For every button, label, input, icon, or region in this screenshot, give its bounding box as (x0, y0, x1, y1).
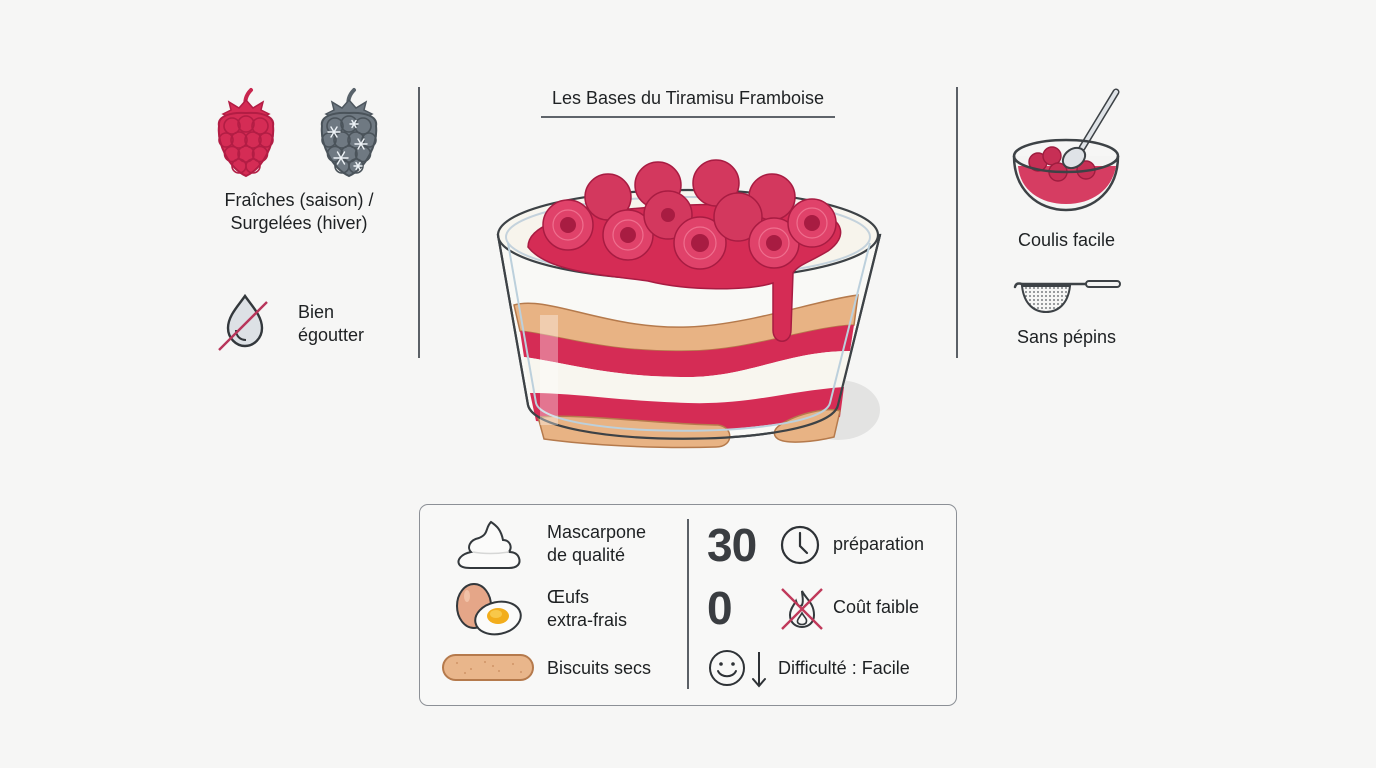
ingredient-eggs-line1: Œufs (547, 587, 590, 607)
drain-label-line1: Bien (298, 302, 335, 322)
raspberry-frozen-icon (320, 88, 378, 178)
ingredient-mascarpone: Mascarpone de qualité (547, 521, 646, 567)
ingredient-eggs: Œufs extra-frais (547, 586, 627, 632)
fruit-caption-line1: Fraîches (saison) / (224, 190, 374, 210)
card-divider (687, 519, 689, 689)
bowl-spoon-coulis-icon (1012, 88, 1120, 212)
ingredient-mascarpone-line1: Mascarpone (547, 522, 647, 542)
raspberry-fresh-icon (217, 88, 275, 178)
title-underline (541, 116, 835, 118)
arrow-down-icon (752, 652, 766, 688)
drain-label-line2: égoutter (298, 325, 365, 345)
difficulty-label: Difficulté : Facile (778, 658, 910, 678)
ingredient-mascarpone-line2: de qualité (547, 545, 626, 565)
prep-time-label: préparation (833, 534, 925, 554)
left-panel (200, 80, 410, 370)
ingredient-biscuits: Biscuits secs (547, 658, 652, 678)
left-divider (418, 87, 420, 358)
drain-label: Bien égoutter (298, 301, 364, 347)
ladyfinger-biscuit-icon (442, 654, 534, 681)
seeds-label: Sans pépins (1016, 327, 1117, 347)
cost-label: Coût faible (833, 597, 920, 617)
tiramisu-illustration (496, 159, 882, 449)
ingredient-eggs-line2: extra-frais (547, 610, 628, 630)
egg-icon (456, 583, 522, 636)
right-divider (956, 87, 958, 358)
page-title: Les Bases du Tiramisu Framboise (551, 88, 825, 108)
smiley-icon (709, 650, 766, 688)
no-fire-icon (781, 588, 823, 630)
mascarpone-icon (457, 520, 521, 569)
coulis-label: Coulis facile (1017, 230, 1116, 250)
prep-time-value: 30 (707, 519, 757, 571)
sieve-icon (1013, 280, 1121, 314)
water-drop-crossed-icon (218, 293, 268, 351)
fruit-caption: Fraîches (saison) / Surgelées (hiver) (205, 189, 393, 235)
fruit-caption-line2: Surgelées (hiver) (230, 213, 368, 233)
cost-value: 0 (707, 582, 733, 634)
clock-icon (780, 525, 820, 565)
